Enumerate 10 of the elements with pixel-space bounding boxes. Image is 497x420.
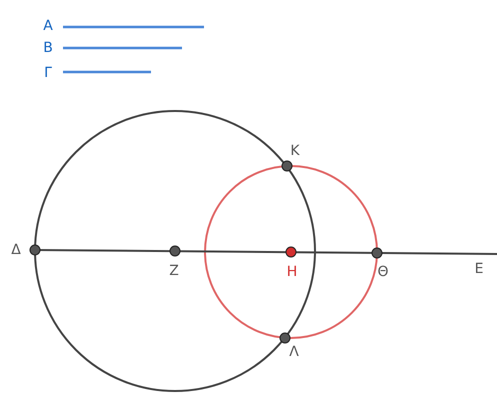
point-label: Δ (11, 243, 21, 257)
point-label: Κ (290, 144, 300, 158)
point-label: Η (286, 265, 298, 279)
point-label: Β (43, 41, 53, 55)
point-label: Θ (377, 265, 389, 279)
point-label: Γ (44, 66, 52, 80)
point-label: Ε (474, 262, 484, 276)
point-label: Ζ (169, 264, 179, 278)
point-label: Λ (289, 345, 299, 359)
point-label: Α (43, 19, 53, 33)
